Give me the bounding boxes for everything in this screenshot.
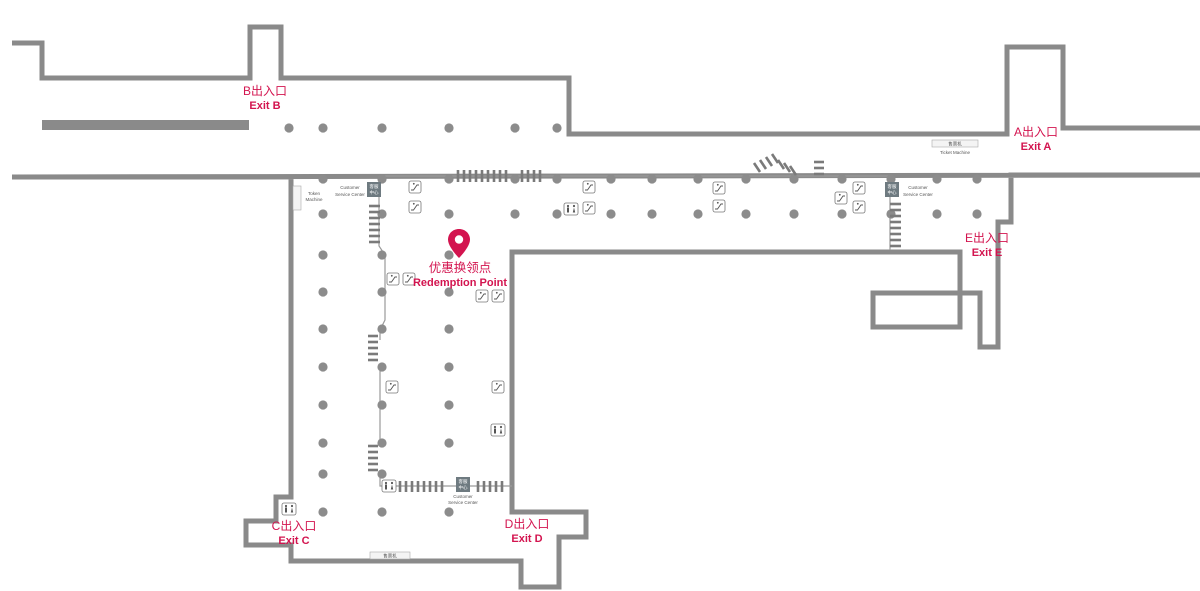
svg-text:B出入口: B出入口: [243, 84, 287, 98]
escalator-icon: [385, 380, 399, 394]
ticket-machine-bottom: 售票机: [369, 551, 411, 560]
gates-right: [890, 202, 901, 248]
escalator-icon: [712, 199, 726, 213]
svg-text:Customer: Customer: [340, 185, 360, 190]
redemption-label-cn: 优惠换领点: [429, 261, 492, 275]
gates-left: [368, 204, 380, 472]
svg-text:Token: Token: [308, 191, 321, 196]
restroom-icon: [563, 202, 579, 216]
escalator-icon: [386, 272, 400, 286]
escalator-icon: [491, 380, 505, 394]
escalator-icon: [408, 200, 422, 214]
exit-b-label: B出入口 Exit B: [243, 84, 287, 112]
svg-text:客服: 客服: [370, 183, 379, 190]
escalator-icon: [852, 181, 866, 195]
svg-text:A出入口: A出入口: [1014, 125, 1058, 139]
station-outline: [11, 24, 1200, 590]
gates-diagonal: [752, 153, 824, 176]
escalator-icon: [491, 289, 505, 303]
svg-text:C出入口: C出入口: [272, 519, 317, 533]
escalator-icon: [834, 191, 848, 205]
exit-a-label: A出入口 Exit A: [1014, 125, 1058, 153]
redemption-point[interactable]: 优惠换领点 Redemption Point: [413, 229, 507, 289]
svg-text:Service Center: Service Center: [903, 192, 933, 197]
exit-e-label: E出入口 Exit E: [965, 231, 1009, 259]
escalator-icon: [582, 180, 596, 194]
svg-text:售票机: 售票机: [383, 553, 397, 560]
ticket-machine-top: 售票机 Ticket Machine: [931, 139, 979, 155]
svg-text:客服: 客服: [459, 478, 468, 485]
svg-text:Exit C: Exit C: [278, 535, 309, 547]
svg-text:Exit B: Exit B: [249, 100, 280, 112]
escalator-icon: [712, 181, 726, 195]
restroom-icon: [281, 502, 297, 516]
svg-text:Customer: Customer: [908, 185, 928, 190]
escalator-icon: [852, 200, 866, 214]
platform-bar: [42, 120, 249, 130]
svg-text:Exit A: Exit A: [1021, 141, 1052, 153]
token-machine: Token Machine: [292, 185, 323, 211]
restroom-icon: [490, 423, 506, 437]
svg-text:E出入口: E出入口: [965, 231, 1009, 245]
escalator-icon: [408, 180, 422, 194]
restroom-icon: [381, 479, 397, 493]
svg-text:Ticket Machine: Ticket Machine: [940, 150, 971, 155]
service-sign-left: 客服 中心 Customer Service Center: [335, 182, 381, 197]
gates-top: [456, 170, 542, 182]
svg-text:Exit E: Exit E: [972, 247, 1003, 259]
service-sign-bottom: 客服 中心 Customer Service Center: [448, 477, 478, 505]
pillars: [284, 123, 982, 517]
svg-text:Exit D: Exit D: [511, 533, 542, 545]
svg-text:售票机: 售票机: [948, 141, 962, 148]
service-sign-right: 客服 中心 Customer Service Center: [885, 182, 933, 197]
escalator-icon: [475, 289, 489, 303]
svg-text:Customer: Customer: [453, 494, 473, 499]
svg-text:Service Center: Service Center: [448, 500, 478, 505]
svg-text:Service Center: Service Center: [335, 192, 365, 197]
escalator-icon: [582, 201, 596, 215]
redemption-label-en: Redemption Point: [413, 277, 507, 289]
gates-bottom: [398, 481, 504, 492]
svg-text:中心: 中心: [459, 484, 468, 491]
svg-text:中心: 中心: [370, 189, 379, 196]
svg-text:Machine: Machine: [305, 197, 323, 202]
svg-text:客服: 客服: [888, 183, 897, 190]
exit-d-label: D出入口 Exit D: [505, 517, 550, 545]
exit-c-label: C出入口 Exit C: [272, 519, 317, 547]
svg-text:D出入口: D出入口: [505, 517, 550, 531]
svg-text:中心: 中心: [888, 189, 897, 196]
